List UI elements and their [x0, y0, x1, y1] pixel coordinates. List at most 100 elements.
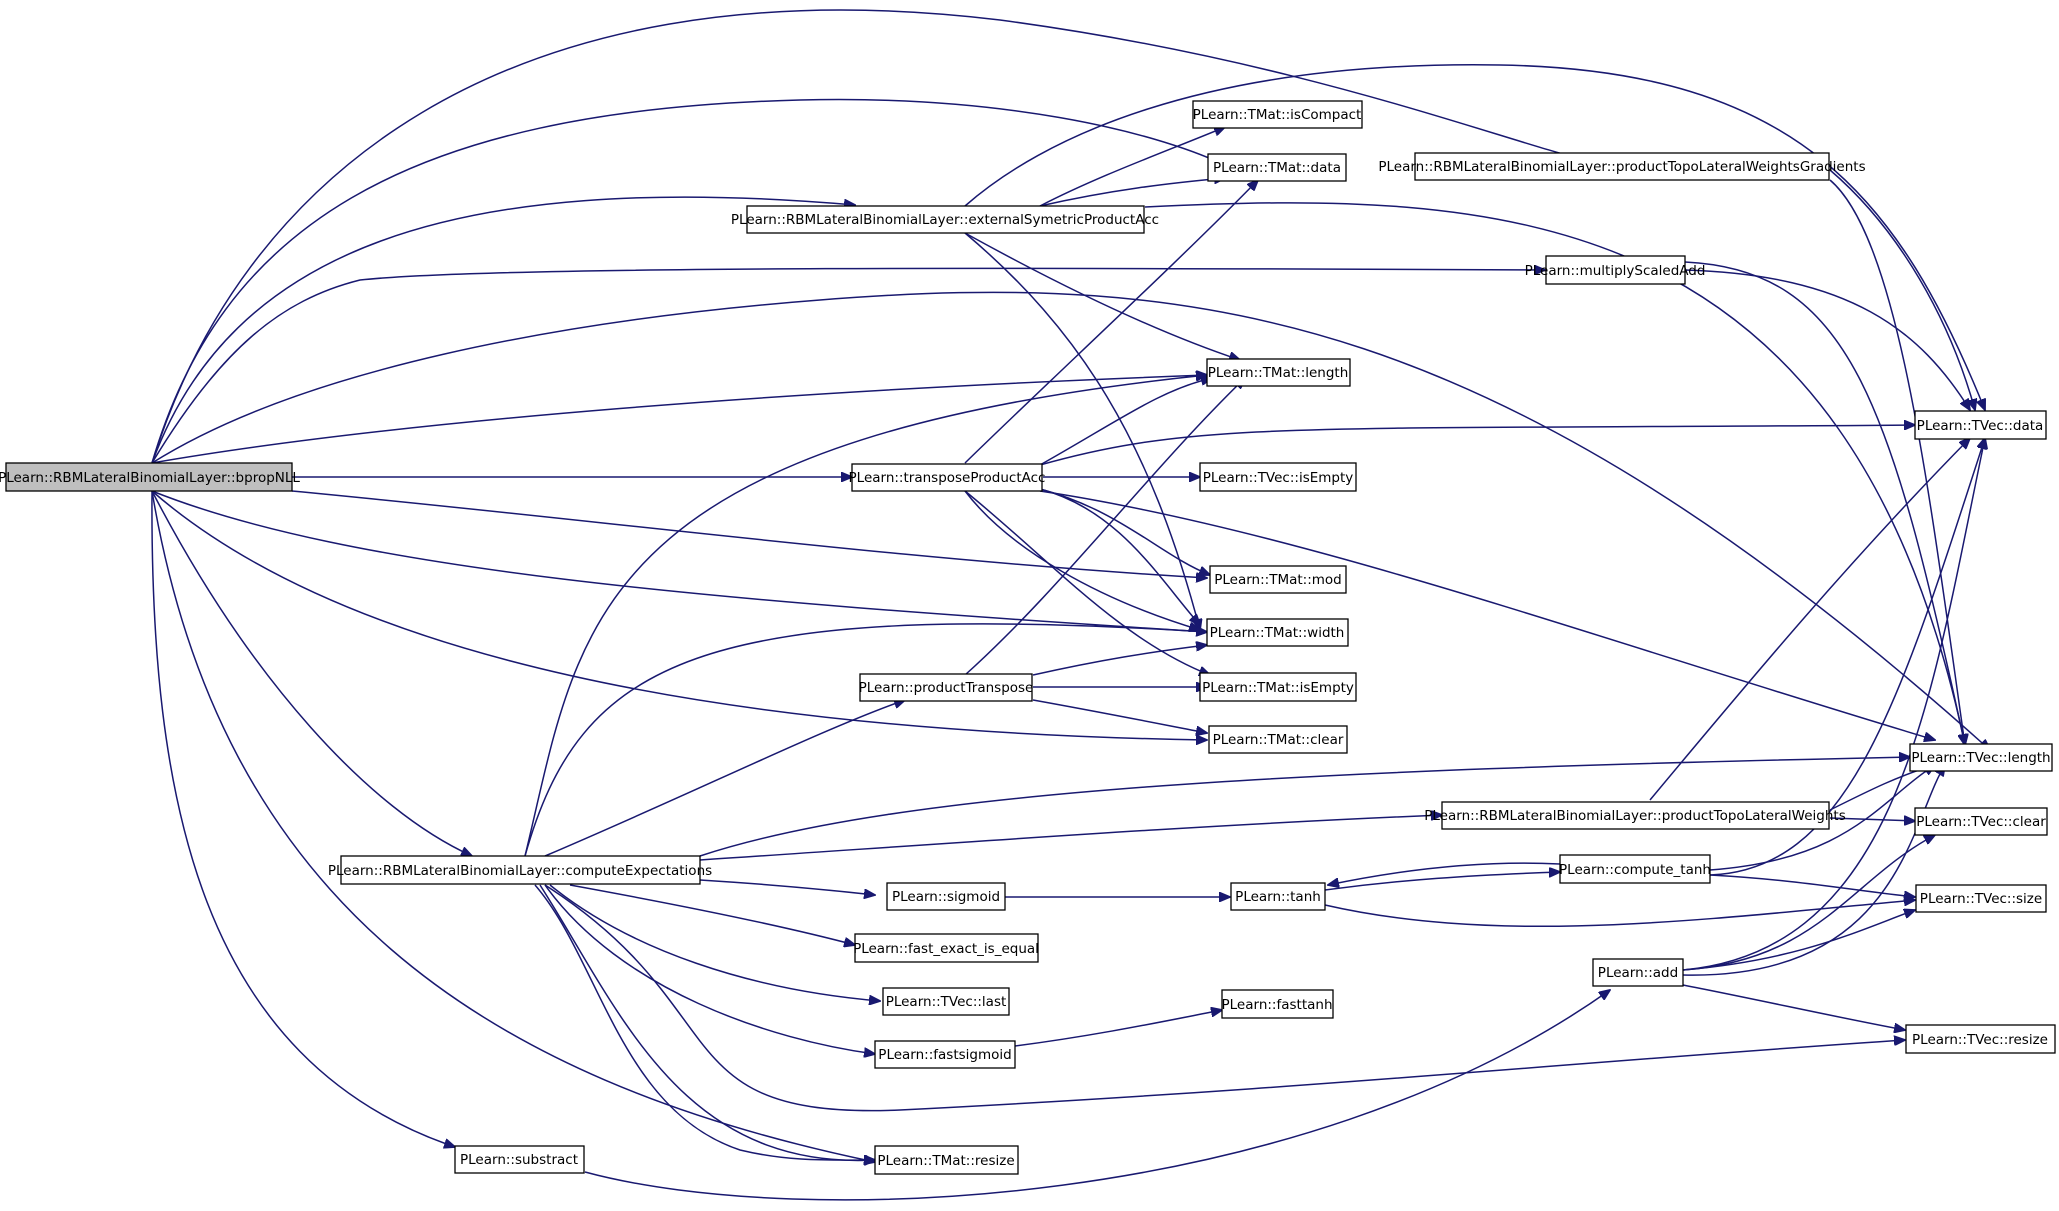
node-externalSymetricProductAcc[interactable]: PLearn::RBMLateralBinomialLayer::externa…	[731, 205, 1159, 234]
node-label: PLearn::sigmoid	[892, 889, 1000, 905]
node-label: PLearn::tanh	[1235, 889, 1321, 905]
edge-tpa-to-tmat-width	[1039, 488, 1200, 625]
node-label: PLearn::fast_exact_is_equal	[853, 941, 1039, 957]
edge-add-to-tvec-resize	[1682, 984, 1905, 1030]
node-transposeProductAcc[interactable]: PLearn::transposeProductAcc	[849, 463, 1046, 492]
edge-add-to-tvec-size	[1682, 910, 1915, 971]
edge-add-to-tvec-data	[1682, 438, 1985, 971]
node-productTranspose[interactable]: PLearn::productTranspose	[859, 673, 1034, 702]
node-label: PLearn::RBMLateralBinomialLayer::product…	[1378, 159, 1865, 175]
node-tmat-isEmpty[interactable]: PLearn::TMat::isEmpty	[1199, 672, 1357, 702]
node-label: PLearn::TVec::size	[1920, 891, 2042, 907]
node-tmat-data[interactable]: PLearn::TMat::data	[1207, 153, 1347, 182]
edge-msa-to-tvec-data	[1684, 269, 1970, 410]
edge-ptlw-to-tvec-length	[1829, 765, 1935, 811]
node-tvec-resize[interactable]: PLearn::TVec::resize	[1905, 1024, 2056, 1054]
node-label: PLearn::TMat::length	[1208, 365, 1349, 381]
call-nodes: PLearn::RBMLateralBinomialLayer::bpropNL…	[0, 100, 2056, 1175]
node-label: PLearn::TVec::last	[886, 994, 1007, 1010]
node-tvec-size[interactable]: PLearn::TVec::size	[1915, 884, 2047, 913]
edge-ptlwg-to-tvec-data	[1829, 169, 1975, 410]
edge-external-to-tvec-data	[964, 64, 1985, 410]
node-productTopoLateralWeights[interactable]: PLearn::RBMLateralBinomialLayer::product…	[1424, 801, 1846, 830]
node-label: PLearn::TMat::clear	[1213, 732, 1344, 748]
node-label: PLearn::productTranspose	[859, 680, 1034, 696]
node-label: PLearn::TMat::isEmpty	[1202, 680, 1354, 696]
node-tvec-isEmpty[interactable]: PLearn::TVec::isEmpty	[1199, 462, 1357, 492]
edge-bpropNLL-to-tmat-resize	[151, 490, 875, 1162]
edge-bpropNLL-to-tmat-mod	[291, 490, 1207, 578]
node-label: PLearn::fasttanh	[1222, 997, 1333, 1013]
node-label: PLearn::TMat::resize	[877, 1153, 1014, 1169]
node-label: PLearn::RBMLateralBinomialLayer::product…	[1424, 808, 1845, 824]
node-tmat-resize[interactable]: PLearn::TMat::resize	[874, 1145, 1019, 1175]
node-tvec-clear[interactable]: PLearn::TVec::clear	[1914, 807, 2048, 836]
node-label: PLearn::substract	[460, 1152, 578, 1168]
node-compute-tanh[interactable]: PLearn::compute_tanh	[1559, 854, 1711, 884]
node-tmat-isCompact[interactable]: PLearn::TMat::isCompact	[1192, 100, 1363, 129]
edge-pt-to-tmat-length	[964, 378, 1245, 676]
node-fasttanh[interactable]: PLearn::fasttanh	[1221, 989, 1334, 1019]
edge-ce-to-tmat-width	[524, 623, 1207, 857]
edge-bpropNLL-to-computeExpectations	[151, 490, 472, 856]
node-label: PLearn::RBMLateralBinomialLayer::bpropNL…	[0, 470, 300, 486]
edge-ce-to-tmat-resize	[539, 884, 875, 1160]
edge-external-to-tmat-length	[964, 232, 1240, 360]
edge-tpa-to-tmat-width-2	[964, 490, 1200, 630]
edge-ce-to-tvec-last	[549, 884, 880, 1001]
node-fastsigmoid[interactable]: PLearn::fastsigmoid	[874, 1040, 1016, 1069]
node-tvec-last[interactable]: PLearn::TVec::last	[882, 987, 1010, 1016]
node-productTopoLateralWeightsGradients[interactable]: PLearn::RBMLateralBinomialLayer::product…	[1378, 152, 1866, 181]
node-sigmoid[interactable]: PLearn::sigmoid	[886, 882, 1006, 911]
node-tvec-length[interactable]: PLearn::TVec::length	[1909, 743, 2053, 772]
node-computeExpectations[interactable]: PLearn::RBMLateralBinomialLayer::compute…	[328, 855, 712, 885]
edge-add-to-tvec-length	[1682, 765, 1945, 976]
node-label: PLearn::TMat::mod	[1214, 572, 1342, 588]
edge-ce-to-productTranspose	[544, 700, 905, 857]
node-fast-exact-is-equal[interactable]: PLearn::fast_exact_is_equal	[853, 933, 1039, 963]
edge-bpropNLL-to-tmat-clear	[151, 490, 1207, 740]
edge-bpropNLL-to-tmat-data	[151, 98, 1225, 464]
node-add[interactable]: PLearn::add	[1592, 958, 1684, 987]
edge-bpropNLL-to-tmat-length	[151, 375, 1207, 464]
edge-compute-tanh-to-tvec-length	[1709, 765, 1935, 871]
edge-tpa-to-tvec-length	[1039, 490, 1935, 740]
edge-bpropNLL-to-tvec-length	[151, 291, 1990, 750]
edge-pt-to-tmat-width	[1032, 645, 1207, 676]
node-tmat-width[interactable]: PLearn::TMat::width	[1206, 618, 1349, 647]
edge-tanh-to-compute-tanh	[1324, 872, 1560, 891]
edge-compute-tanh-to-tanh	[1328, 862, 1561, 885]
node-bpropNLL[interactable]: PLearn::RBMLateralBinomialLayer::bpropNL…	[0, 462, 300, 492]
edge-bpropNLL-to-tmat-width	[151, 490, 1207, 632]
edge-bpropNLL-to-substract	[151, 490, 455, 1147]
node-label: PLearn::RBMLateralBinomialLayer::compute…	[328, 863, 712, 879]
edge-tpa-to-tvec-data	[1039, 425, 1915, 466]
node-label: PLearn::TMat::width	[1210, 625, 1345, 641]
edge-tpa-to-tmat-length	[1039, 378, 1212, 466]
edge-substract-to-add	[584, 990, 1610, 1201]
node-tmat-clear[interactable]: PLearn::TMat::clear	[1208, 725, 1348, 754]
node-tanh[interactable]: PLearn::tanh	[1230, 882, 1326, 911]
edge-fastsigmoid-to-fasttanh	[1014, 1010, 1222, 1047]
edge-ce-to-tvec-resize	[544, 884, 1905, 1112]
node-tmat-mod[interactable]: PLearn::TMat::mod	[1209, 565, 1347, 594]
node-substract[interactable]: PLearn::substract	[454, 1145, 585, 1174]
edge-external-to-tmat-width	[964, 232, 1200, 630]
node-label: PLearn::add	[1598, 965, 1678, 981]
edge-msa-to-tvec-length	[1684, 261, 1965, 745]
node-multiplyScaledAdd[interactable]: PLearn::multiplyScaledAdd	[1525, 255, 1706, 285]
edge-ptlw-to-tvec-data	[1649, 438, 1970, 801]
node-tvec-data[interactable]: PLearn::TVec::data	[1914, 410, 2047, 440]
edge-ce-to-fast-exact-is-equal	[569, 884, 855, 945]
node-tmat-length[interactable]: PLearn::TMat::length	[1206, 358, 1351, 387]
node-label: PLearn::transposeProductAcc	[849, 470, 1046, 486]
node-label: PLearn::TVec::clear	[1916, 814, 2046, 830]
node-label: PLearn::TVec::data	[1917, 418, 2044, 434]
node-label: PLearn::TVec::resize	[1912, 1032, 2048, 1048]
node-label: PLearn::fastsigmoid	[878, 1047, 1011, 1063]
edge-tpa-to-tmat-mod	[1039, 488, 1210, 575]
edge-ce-to-productTopoLateralWeights	[699, 815, 1442, 861]
edge-ce-to-tvec-length	[699, 757, 1910, 857]
edge-ptlwg-to-tvec-length	[1829, 179, 1965, 745]
